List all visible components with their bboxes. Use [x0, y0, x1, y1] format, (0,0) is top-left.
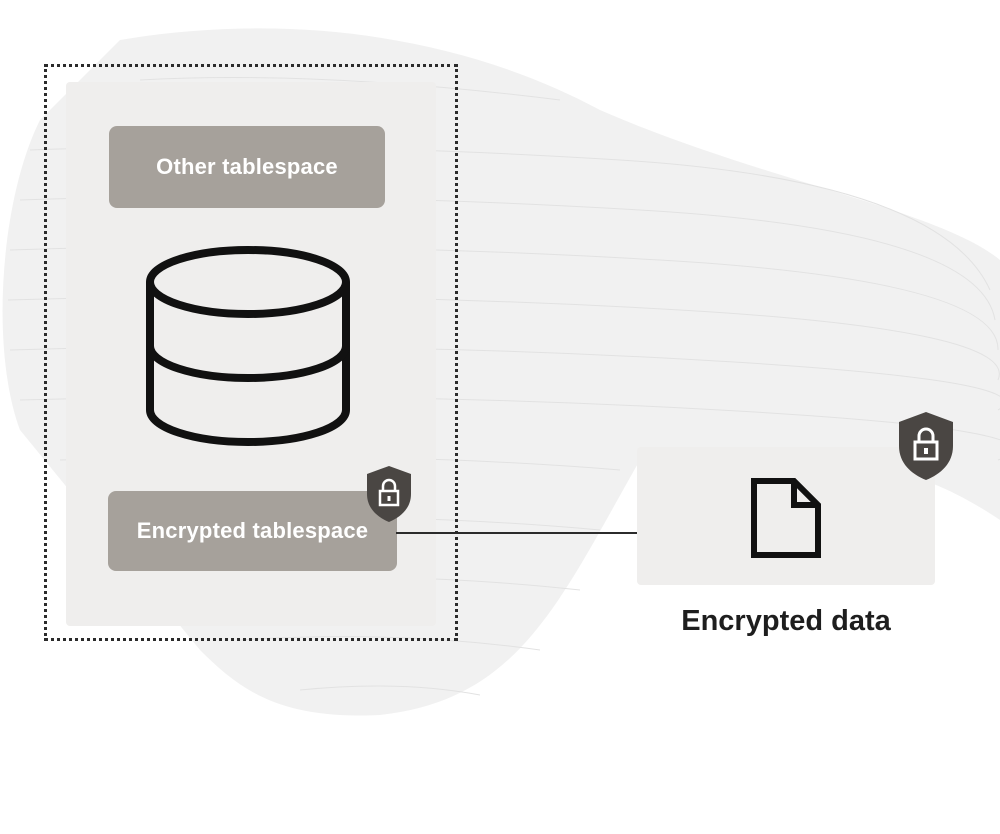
other-tablespace-box: Other tablespace	[109, 126, 385, 208]
database-icon	[146, 246, 350, 446]
database-boundary	[44, 64, 458, 641]
shield-lock-icon	[899, 412, 953, 480]
encrypted-tablespace-box: Encrypted tablespace	[108, 491, 397, 571]
other-tablespace-label: Other tablespace	[156, 154, 338, 179]
encrypted-data-box	[637, 447, 935, 585]
encrypted-tablespace-label: Encrypted tablespace	[136, 518, 369, 543]
shield-lock-icon	[367, 466, 411, 522]
encrypted-data-label: Encrypted data	[681, 605, 891, 637]
connector-line	[396, 532, 638, 534]
document-icon	[751, 478, 821, 558]
